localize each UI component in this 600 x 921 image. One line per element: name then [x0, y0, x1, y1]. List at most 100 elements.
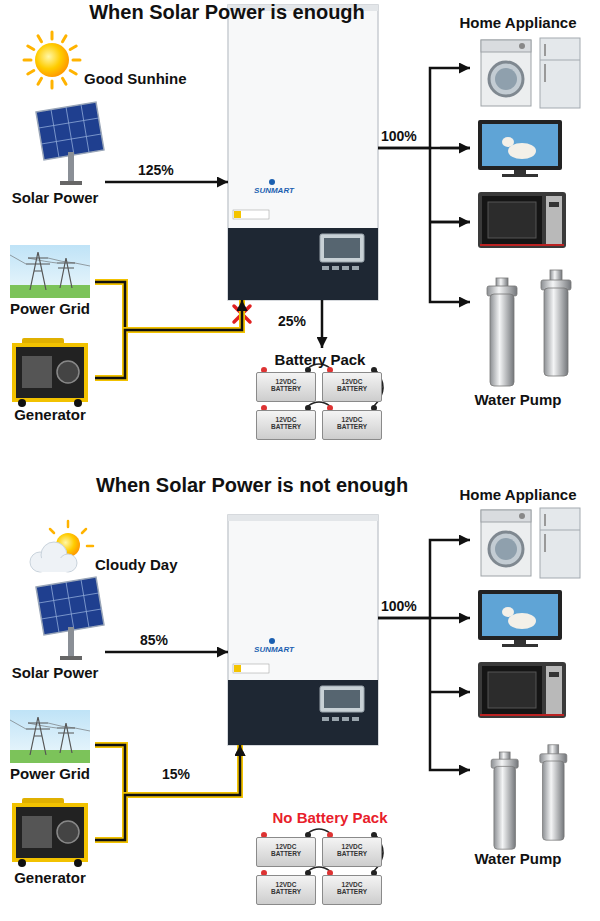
- solar-panel-art: [36, 577, 104, 660]
- weather-label: Good Sunhine: [84, 70, 187, 87]
- cell-label: 12VDC BATTERY: [268, 416, 304, 430]
- connector-line: [105, 651, 228, 654]
- button: [332, 717, 339, 721]
- node-label: Solar Power: [5, 189, 105, 206]
- node-label: Home Appliance: [452, 486, 584, 503]
- panel-title: When Solar Power is not enough: [92, 474, 412, 497]
- branch-arrow: [430, 148, 470, 222]
- connector: [95, 282, 242, 330]
- inverter-front: [228, 228, 378, 300]
- cell-label: 12VDC BATTERY: [268, 378, 304, 392]
- percent-label: 100%: [381, 598, 417, 614]
- microwave-art: [478, 192, 566, 248]
- connector-line: [95, 745, 240, 795]
- cell-label: 12VDC BATTERY: [334, 416, 370, 430]
- wire-highlight: [95, 282, 242, 330]
- connector-line: [105, 181, 228, 184]
- inverter-art: [228, 515, 378, 745]
- cell-label: 12VDC BATTERY: [334, 843, 370, 857]
- water-pump-art: [491, 745, 567, 849]
- connector-line: [378, 68, 470, 148]
- battery-cell: 12VDC BATTERY: [322, 372, 382, 402]
- branch-arrow: [430, 691, 470, 694]
- power-grid: Power Grid: [5, 708, 95, 790]
- node-label: Power Grid: [2, 765, 98, 782]
- battery-pack: No Battery Pack12VDC BATTERY12VDC BATTER…: [250, 808, 395, 908]
- logo-mark: [269, 638, 275, 644]
- connector: [95, 745, 240, 840]
- generator: Generator: [5, 796, 95, 901]
- button: [322, 717, 329, 721]
- cell-label: 12VDC BATTERY: [268, 843, 304, 857]
- connector: [105, 182, 228, 183]
- power-grid-art: [10, 245, 90, 298]
- node-label: Generator: [2, 406, 98, 423]
- connector: [378, 540, 470, 618]
- generator-art: [14, 798, 86, 867]
- button: [342, 717, 349, 721]
- water-pump: Water Pump: [470, 745, 585, 875]
- button: [342, 266, 349, 270]
- cloud-icon: [30, 521, 93, 572]
- tv-art: [478, 120, 562, 177]
- power-grid: Power Grid: [5, 243, 95, 325]
- tv-art: [478, 590, 562, 647]
- node-label: Solar Power: [5, 664, 105, 681]
- battery-cell: 12VDC BATTERY: [256, 875, 316, 905]
- weather-label: Cloudy Day: [95, 556, 178, 573]
- button: [332, 266, 339, 270]
- wire-highlight: [95, 300, 242, 378]
- washer-fridge-art: [481, 38, 580, 108]
- node-label: SUNMART: [246, 186, 302, 195]
- node-label: Battery Pack: [250, 351, 390, 368]
- warning-sticker: [234, 665, 241, 672]
- lcd-frame: [320, 234, 364, 262]
- inverter-front: [228, 680, 378, 745]
- solar-panel: Solar Power: [5, 578, 105, 683]
- warning-sticker: [234, 211, 241, 218]
- percent-label: 125%: [138, 162, 174, 178]
- connector-line: [95, 745, 240, 840]
- battery-cell: 12VDC BATTERY: [322, 837, 382, 867]
- percent-label: 15%: [162, 766, 190, 782]
- battery-cell: 12VDC BATTERY: [256, 372, 316, 402]
- connector-line: [95, 282, 242, 330]
- button: [352, 717, 359, 721]
- inverter: SUNMART: [228, 515, 378, 745]
- battery-cell: 12VDC BATTERY: [256, 410, 316, 440]
- cell-label: 12VDC BATTERY: [334, 378, 370, 392]
- water-pump-art: [487, 270, 571, 386]
- connector-line: [95, 300, 242, 378]
- panel-title: When Solar Power is enough: [77, 1, 377, 24]
- percent-label: 100%: [381, 128, 417, 144]
- cell-label: 12VDC BATTERY: [334, 881, 370, 895]
- connector-line: [378, 618, 470, 770]
- solar-panel: Solar Power: [5, 100, 105, 210]
- connector-line: [378, 540, 470, 618]
- sun-rays: [24, 32, 80, 88]
- generator-art: [14, 338, 86, 407]
- battery-cell: 12VDC BATTERY: [322, 875, 382, 905]
- warning-sticker: [233, 210, 269, 219]
- logo-mark: [269, 179, 275, 185]
- connector: [105, 652, 228, 653]
- button: [352, 266, 359, 270]
- branch-arrow: [440, 147, 470, 150]
- wire-highlight: [95, 745, 240, 840]
- connector-line: [321, 300, 324, 348]
- connector-line: [378, 148, 470, 302]
- inverter-top: [228, 515, 378, 521]
- percent-label: 85%: [140, 632, 168, 648]
- battery-cell: 12VDC BATTERY: [322, 410, 382, 440]
- connector: [378, 618, 470, 770]
- inverter-case: [228, 515, 378, 745]
- connector: [95, 745, 240, 795]
- node-label: No Battery Pack: [255, 809, 405, 826]
- button: [322, 266, 329, 270]
- node-label: SUNMART: [246, 645, 302, 654]
- power-grid-art: [10, 710, 90, 763]
- washer-fridge-art: [481, 508, 580, 578]
- lcd-screen: [324, 238, 360, 258]
